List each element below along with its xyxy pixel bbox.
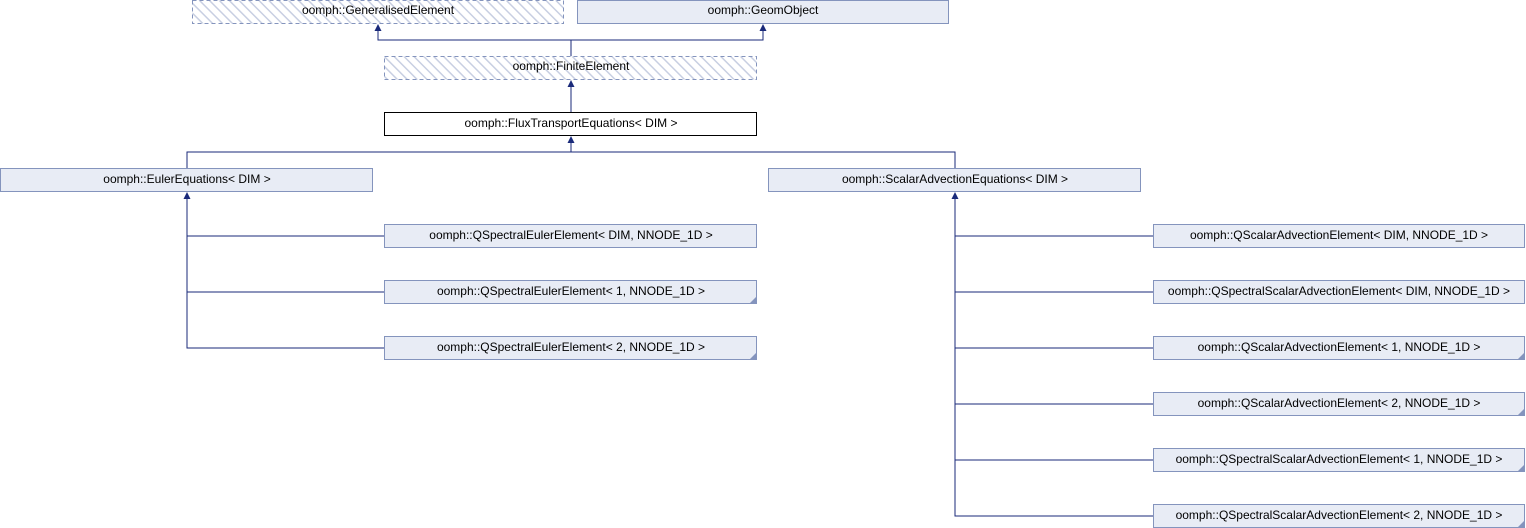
node-qscalar-advection-element-2-label: oomph::QScalarAdvectionElement< 2, NNODE…: [1198, 396, 1481, 410]
node-qspectral-euler-element-dim-label: oomph::QSpectralEulerElement< DIM, NNODE…: [429, 228, 712, 242]
node-qspectral-euler-element-2-label: oomph::QSpectralEulerElement< 2, NNODE_1…: [437, 340, 705, 354]
node-qscalar-advection-element-1[interactable]: oomph::QScalarAdvectionElement< 1, NNODE…: [1153, 336, 1525, 360]
node-geom-object-label: oomph::GeomObject: [708, 3, 819, 17]
node-qspectral-euler-element-1-label: oomph::QSpectralEulerElement< 1, NNODE_1…: [437, 284, 705, 298]
node-qspectral-scalar-advection-element-dim-label: oomph::QSpectralScalarAdvectionElement< …: [1168, 284, 1510, 298]
node-box: [384, 336, 757, 360]
edge-finite-to-geom: [571, 28, 764, 41]
node-box: [1153, 392, 1525, 416]
node-generalised-element-label: oomph::GeneralisedElement: [302, 3, 455, 17]
node-corner-mark: [1518, 465, 1524, 471]
node-qspectral-euler-element-1[interactable]: oomph::QSpectralEulerElement< 1, NNODE_1…: [384, 280, 757, 304]
edge-qse-2-to-euler: [186, 236, 384, 349]
node-qspectral-scalar-advection-element-1-label: oomph::QSpectralScalarAdvectionElement< …: [1176, 452, 1503, 466]
node-qspectral-scalar-advection-element-1[interactable]: oomph::QSpectralScalarAdvectionElement< …: [1153, 448, 1525, 472]
node-qspectral-euler-element-2[interactable]: oomph::QSpectralEulerElement< 2, NNODE_1…: [384, 336, 757, 360]
node-finite-element[interactable]: oomph::FiniteElement: [384, 56, 757, 80]
node-qscalar-advection-element-1-label: oomph::QScalarAdvectionElement< 1, NNODE…: [1198, 340, 1481, 354]
node-corner-mark: [750, 353, 756, 359]
edge-qse-dim-to-euler: [186, 196, 384, 237]
arrowhead-euler: [183, 192, 191, 199]
node-box: [577, 0, 949, 24]
node-box: [384, 280, 757, 304]
arrowheads-layer: [183, 24, 959, 199]
edge-qsa-dim-to-scalar: [954, 196, 1153, 237]
node-generalised-element[interactable]: oomph::GeneralisedElement: [192, 0, 564, 24]
node-scalar-advection-equations[interactable]: oomph::ScalarAdvectionEquations< DIM >: [768, 168, 1141, 192]
arrowhead-finite: [567, 80, 575, 87]
node-box: [1153, 224, 1525, 248]
node-flux-transport-equations[interactable]: oomph::FluxTransportEquations< DIM >: [384, 112, 757, 136]
node-qscalar-advection-element-dim-label: oomph::QScalarAdvectionElement< DIM, NNO…: [1190, 228, 1488, 242]
node-euler-equations-label: oomph::EulerEquations< DIM >: [103, 172, 270, 186]
node-qspectral-scalar-advection-element-2[interactable]: oomph::QSpectralScalarAdvectionElement< …: [1153, 504, 1525, 528]
node-box: [192, 0, 564, 24]
edges-layer: [186, 28, 1153, 517]
edge-qssa-2-to-scalar: [954, 236, 1153, 517]
arrowhead-flux: [567, 136, 575, 143]
node-box: [768, 168, 1141, 192]
node-box: [384, 56, 757, 80]
node-box: [1153, 448, 1525, 472]
node-qscalar-advection-element-dim[interactable]: oomph::QScalarAdvectionElement< DIM, NNO…: [1153, 224, 1525, 248]
node-finite-element-label: oomph::FiniteElement: [513, 59, 630, 73]
node-corner-mark: [1518, 521, 1524, 527]
node-box: [384, 224, 757, 248]
node-corner-mark: [1518, 409, 1524, 415]
edge-scalar-to-flux: [571, 151, 956, 168]
node-qspectral-scalar-advection-element-2-label: oomph::QSpectralScalarAdvectionElement< …: [1176, 508, 1503, 522]
node-corner-mark: [750, 297, 756, 303]
node-geom-object[interactable]: oomph::GeomObject: [577, 0, 949, 24]
node-qscalar-advection-element-2[interactable]: oomph::QScalarAdvectionElement< 2, NNODE…: [1153, 392, 1525, 416]
node-corner-mark: [1518, 353, 1524, 359]
node-qspectral-euler-element-dim[interactable]: oomph::QSpectralEulerElement< DIM, NNODE…: [384, 224, 757, 248]
node-scalar-advection-equations-label: oomph::ScalarAdvectionEquations< DIM >: [842, 172, 1068, 186]
node-box: [1153, 336, 1525, 360]
edge-finite-to-generalised: [377, 28, 572, 56]
arrowhead-geom: [759, 24, 767, 31]
node-qspectral-scalar-advection-element-dim[interactable]: oomph::QSpectralScalarAdvectionElement< …: [1153, 280, 1525, 304]
node-box: [384, 112, 757, 136]
edge-euler-to-flux: [186, 140, 572, 168]
arrowhead-generalised: [374, 24, 382, 31]
node-box: [0, 168, 373, 192]
node-flux-transport-equations-label: oomph::FluxTransportEquations< DIM >: [465, 116, 678, 130]
node-box: [1153, 280, 1525, 304]
node-euler-equations[interactable]: oomph::EulerEquations< DIM >: [0, 168, 373, 192]
arrowhead-scalar: [951, 192, 959, 199]
